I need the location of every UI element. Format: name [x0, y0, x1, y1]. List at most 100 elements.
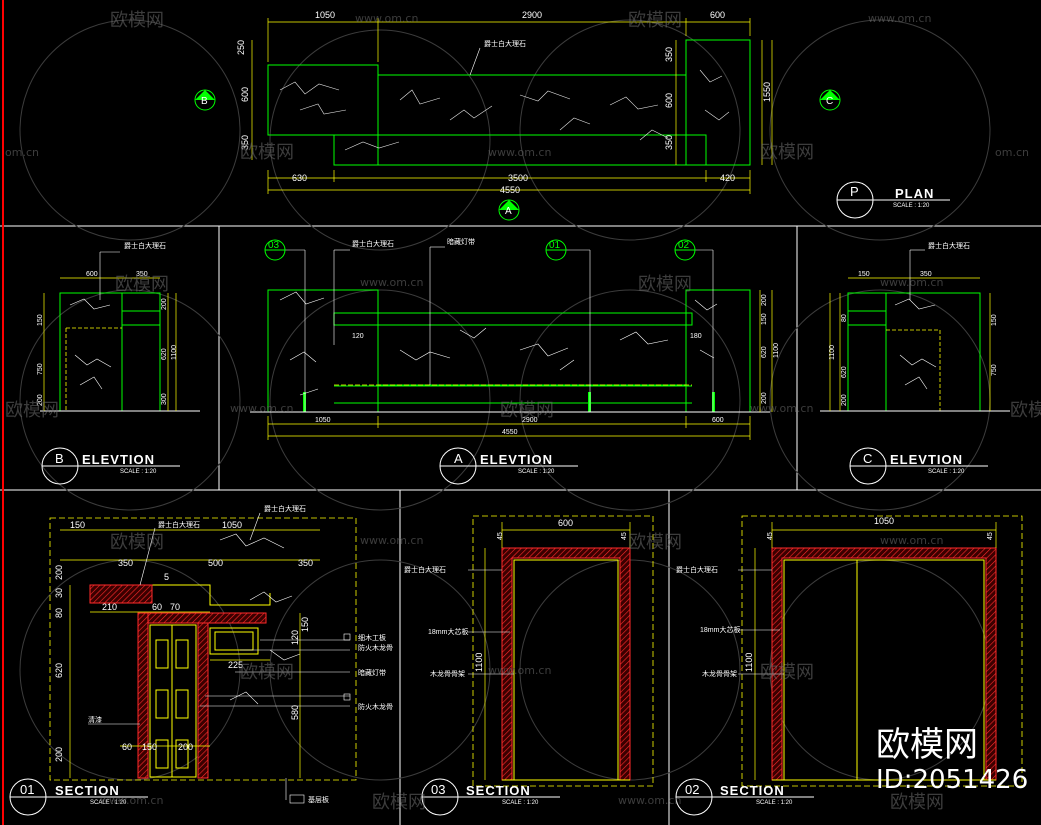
- elevation-c-view: 150 350 1100 620 200 150 750 80 爵士白大理石 C…: [820, 241, 1010, 485]
- plan-dim-bottom-3: 420: [720, 173, 735, 183]
- svg-text:www.om.cn: www.om.cn: [488, 146, 551, 159]
- sec03-mark: 03: [431, 782, 445, 797]
- elev-c-dim-top-1: 150: [858, 271, 870, 278]
- sec01-dim-misc-2: 70: [170, 602, 180, 612]
- elev-c-dim-left-3: 200: [841, 394, 848, 406]
- elev-a-detail-tag-01: 01: [545, 239, 567, 261]
- sec03-callout-3: 木龙骨骨架: [430, 669, 465, 678]
- sec01-callout-7: 清漆: [88, 715, 102, 724]
- elev-c-dim-right-2: 750: [991, 364, 998, 376]
- svg-text:欧模网: 欧模网: [628, 532, 682, 553]
- elev-b-dim-top-1: 600: [86, 271, 98, 278]
- plan-dim-left-2: 600: [240, 87, 250, 102]
- plan-dim-left-1: 250: [236, 40, 246, 55]
- sec01-dim-left-4: 620: [54, 663, 64, 678]
- elev-a-inner-dim-1: 120: [352, 333, 364, 340]
- svg-text:www.om.cn: www.om.cn: [880, 276, 943, 289]
- section-03-view: 600 45 45 1100 爵士白大理石 18mm大芯板 木龙骨骨架 03 S…: [404, 515, 654, 816]
- sec01-callout-8: 基层板: [308, 795, 329, 804]
- svg-text:www.om.cn: www.om.cn: [880, 534, 943, 547]
- svg-text:om.cn: om.cn: [5, 146, 39, 159]
- sec03-callout-1: 爵士白大理石: [404, 565, 446, 574]
- svg-text:03: 03: [268, 240, 280, 251]
- elev-a-dim-bottom-1: 1050: [315, 417, 331, 424]
- plan-dim-top-3: 600: [710, 10, 725, 20]
- sec02-dim-top-small-2: 45: [987, 532, 994, 540]
- stamp-id: ID:2051426: [876, 765, 1028, 795]
- elev-a-detail-tag-03: 03: [264, 239, 286, 261]
- elev-b-scale: SCALE : 1:20: [120, 469, 157, 475]
- svg-text:欧模网: 欧模网: [500, 400, 554, 421]
- elev-a-scale: SCALE : 1:20: [518, 469, 555, 475]
- svg-text:欧模网: 欧模网: [110, 10, 164, 31]
- sec03-title-block: 03 SECTION SCALE : 1:20: [421, 778, 560, 816]
- elev-a-mark: A: [454, 451, 463, 466]
- sec01-callout-1: 爵士白大理石: [158, 520, 200, 529]
- plan-callout: 爵士白大理石: [484, 39, 526, 48]
- sec03-dim-top-small-1: 45: [497, 532, 504, 540]
- plan-dim-bottom-2: 3500: [508, 173, 528, 183]
- plan-title-block: P PLAN SCALE : 1:20: [836, 181, 950, 219]
- sec01-callout-3: 细木工板: [358, 633, 386, 642]
- elev-a-dim-total: 4550: [502, 429, 518, 436]
- elev-a-inner-dim-2: 180: [690, 333, 702, 340]
- section-01-view: 150 1050 350 500 350 210 60 225 60 150 2…: [9, 504, 393, 816]
- elev-c-scale: SCALE : 1:20: [928, 469, 965, 475]
- site-stamp: 欧模网 ID:2051426: [876, 725, 1028, 795]
- sec01-dim-top-2: 1050: [222, 520, 242, 530]
- sec01-dim-right-3: 580: [290, 705, 300, 720]
- sec02-mark: 02: [685, 782, 699, 797]
- sec01-callout-4: 防火木龙骨: [358, 643, 393, 652]
- plan-dim-right-2: 600: [664, 93, 674, 108]
- svg-text:欧模网: 欧模网: [240, 142, 294, 163]
- sec01-callout-6: 防火木龙骨: [358, 702, 393, 711]
- sec01-mark: 01: [20, 782, 34, 797]
- sec01-dim-left-2: 30: [54, 588, 64, 598]
- elev-a-dim-bottom-2: 2900: [522, 417, 538, 424]
- elev-a-dim-right-3: 620: [761, 346, 768, 358]
- sec01-dim-left-3: 80: [54, 608, 64, 618]
- elev-a-callout-lightstrip: 暗藏灯带: [447, 237, 475, 246]
- svg-text:欧模网: 欧模网: [638, 274, 692, 295]
- sec01-dim-top-1: 150: [70, 520, 85, 530]
- svg-text:01: 01: [549, 240, 561, 251]
- svg-text:A: A: [505, 206, 512, 217]
- plan-mark: P: [850, 184, 859, 199]
- sec01-dim-right-1: 120: [290, 630, 300, 645]
- elev-b-dim-right-4: 1100: [171, 345, 178, 360]
- elev-a-dim-bottom-3: 600: [712, 417, 724, 424]
- svg-text:om.cn: om.cn: [995, 146, 1029, 159]
- elev-c-dim-left-1: 1100: [829, 345, 836, 360]
- elev-b-title-block: B ELEVTION SCALE : 1:20: [41, 447, 180, 485]
- svg-text:www.om.cn: www.om.cn: [618, 794, 681, 807]
- elev-a-detail-tag-02: 02: [674, 239, 696, 261]
- elev-b-dim-right-2: 620: [161, 348, 168, 360]
- sec02-callout-3: 木龙骨骨架: [702, 669, 737, 678]
- svg-text:www.om.cn: www.om.cn: [360, 534, 423, 547]
- elev-c-mark: C: [863, 451, 872, 466]
- sec03-callout-2: 18mm大芯板: [428, 627, 468, 636]
- sec02-dim-left: 1100: [744, 653, 754, 672]
- elev-c-inner-dim: 80: [841, 314, 848, 322]
- elev-a-title-block: A ELEVTION SCALE : 1:20: [439, 447, 578, 485]
- plan-view: 1050 2900 600 630 3500 420 4550 250 600 …: [194, 10, 950, 221]
- plan-dim-right-1: 350: [664, 47, 674, 62]
- svg-text:02: 02: [678, 240, 690, 251]
- sec01-dim-left-5: 200: [54, 747, 64, 762]
- svg-text:欧模网: 欧模网: [115, 274, 169, 295]
- plan-dim-bottom-1: 630: [292, 173, 307, 183]
- plan-section-marker-c: C: [819, 89, 841, 111]
- sec02-label: SECTION: [720, 783, 785, 798]
- sec01-callout-5: 暗藏灯带: [358, 668, 386, 677]
- plan-section-marker-a: A: [498, 199, 520, 221]
- plan-dim-top-1: 1050: [315, 10, 335, 20]
- svg-text:C: C: [826, 96, 833, 107]
- sec01-callout-2: 爵士白大理石: [264, 504, 306, 513]
- sec01-dim-inner-2: 500: [208, 558, 223, 568]
- elev-b-dim-left-3: 200: [37, 394, 44, 406]
- sec01-dim-inner-7: 60: [122, 742, 132, 752]
- svg-text:www.om.cn: www.om.cn: [750, 402, 813, 415]
- sec01-dim-inner-8: 150: [142, 742, 157, 752]
- sec03-dim-top: 600: [558, 518, 573, 528]
